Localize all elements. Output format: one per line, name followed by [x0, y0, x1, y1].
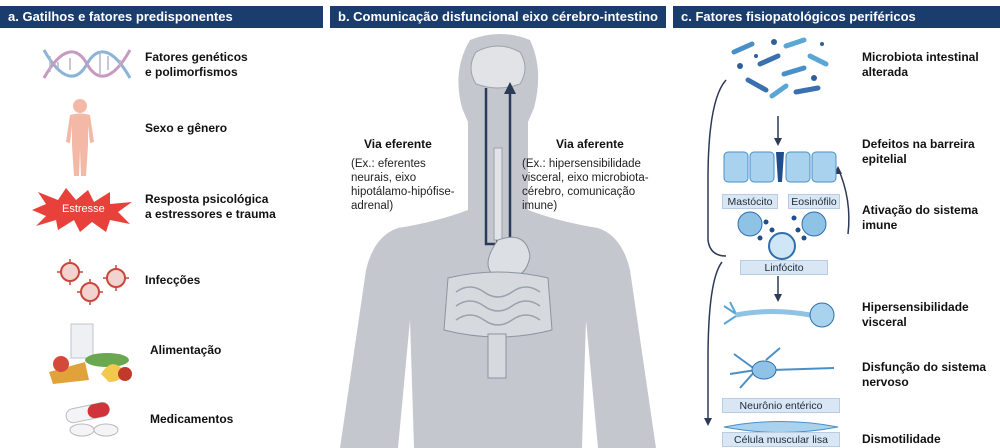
- human-body-silhouette: [340, 34, 656, 448]
- label-immune-activation: Ativação do sistema imune: [862, 203, 979, 232]
- label-visceral-hypersensitivity: Hipersensibilidade visceral: [862, 300, 969, 329]
- label-psych-response: Resposta psicológica a estressores e tra…: [145, 192, 276, 221]
- panel-a-header: a. Gatilhos e fatores predisponentes: [0, 6, 323, 28]
- stress-label: Estresse: [62, 203, 105, 215]
- sensory-neuron-icon: [723, 301, 835, 328]
- panel-c-header: c. Fatores fisiopatológicos periféricos: [673, 6, 1000, 28]
- label-genetic-factors: Fatores genéticos e polimorfismos: [145, 50, 248, 79]
- label-food: Alimentação: [150, 343, 222, 357]
- enteric-neuron-icon: [729, 347, 835, 389]
- efferent-title: Via eferente: [364, 137, 432, 151]
- label-medication: Medicamentos: [150, 412, 234, 426]
- human-figure-icon: [66, 99, 94, 176]
- label-dysmotility: Dismotilidade: [862, 432, 941, 446]
- label-infections: Infecções: [145, 273, 201, 287]
- label-nervous-dysfunction: Disfunção do sistema nervoso: [862, 360, 987, 389]
- flow-arrows: [704, 79, 850, 426]
- tag-mastocito: Mastócito: [722, 194, 778, 209]
- afferent-description: (Ex.: hipersensibilidade visceral, eixo …: [522, 158, 649, 212]
- efferent-description: (Ex.: eferentes neurais, eixo hipotálamo…: [351, 158, 455, 212]
- microbiota-icon: [731, 37, 829, 99]
- virus-icon: [57, 259, 129, 305]
- stress-burst-icon: [32, 188, 132, 232]
- tag-linfocito: Linfócito: [740, 260, 828, 275]
- epithelial-barrier-icon: [723, 151, 837, 183]
- label-microbiota: Microbiota intestinal alterada: [862, 50, 979, 79]
- tag-neuronio: Neurônio entérico: [722, 398, 840, 413]
- label-sex-gender: Sexo e gênero: [145, 121, 228, 135]
- tag-eosinofilo: Eosinófilo: [788, 194, 840, 209]
- tag-celula-muscular: Célula muscular lisa: [722, 432, 840, 447]
- panel-b-header: b. Comunicação disfuncional eixo cérebro…: [330, 6, 666, 28]
- afferent-title: Via aferente: [556, 137, 624, 151]
- immune-cells-icon: [737, 211, 827, 260]
- pills-icon: [65, 401, 119, 437]
- dna-icon: [42, 49, 132, 79]
- label-epithelial-barrier: Defeitos na barreira epitelial: [862, 137, 975, 166]
- smooth-muscle-icon: [723, 421, 839, 433]
- food-icon: [49, 323, 132, 384]
